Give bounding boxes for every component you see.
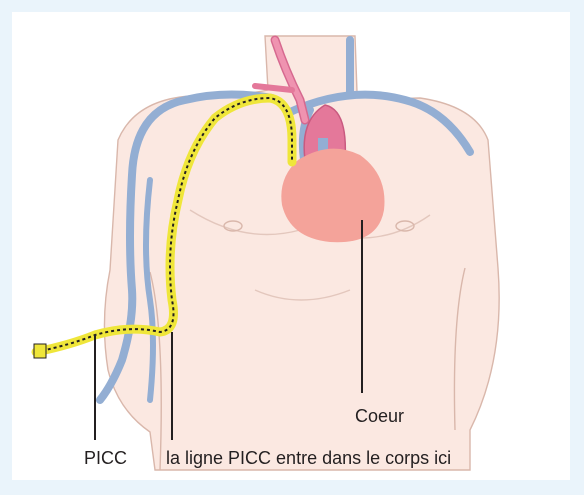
heart-label: Coeur bbox=[355, 407, 404, 425]
picc-label: PICC bbox=[84, 449, 127, 467]
artery-branch bbox=[255, 86, 292, 90]
entry-point-label: la ligne PICC entre dans le corps ici bbox=[166, 449, 451, 467]
picc-end-tip bbox=[34, 344, 46, 358]
